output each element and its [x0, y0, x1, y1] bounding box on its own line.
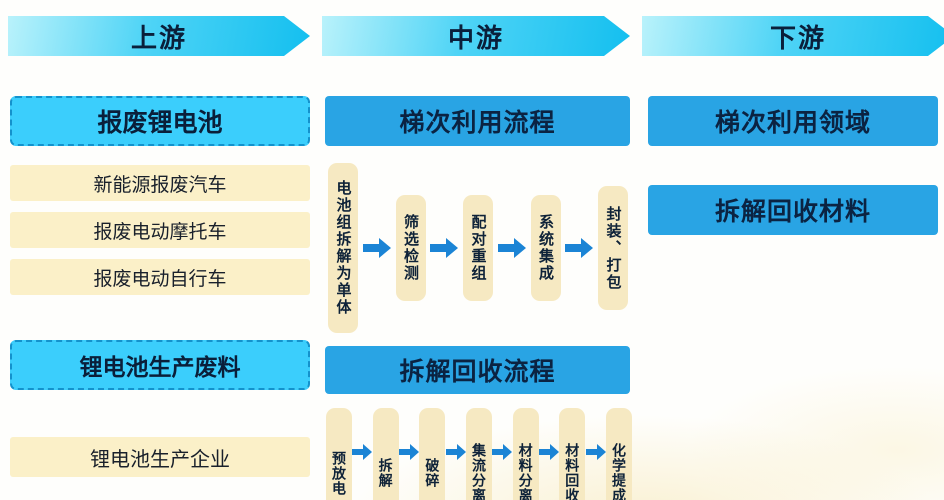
producers-box: 锂电池生产企业 [10, 437, 310, 477]
banner-downstream: 下游 [642, 16, 944, 56]
process-step-label: 材料分离 [517, 443, 534, 500]
process-step-box: 拆解 [372, 408, 399, 500]
downstream-area-cascade: 梯次利用领域 [648, 96, 938, 146]
flow-arrow-icon [445, 444, 466, 460]
production-waste-label: 锂电池生产废料 [79, 354, 241, 380]
process-step-label: 化学提成 [610, 443, 627, 500]
flow-arrow-icon [497, 238, 526, 258]
recycle-process-title-label: 拆解回收流程 [399, 358, 556, 386]
banner-downstream-label: 下游 [769, 22, 826, 53]
process-step-label: 封装、打包 [604, 205, 622, 291]
source-item-label: 报废电动摩托车 [93, 221, 227, 243]
source-item-label: 新能源报废汽车 [93, 174, 227, 196]
flow-arrow-icon [585, 444, 606, 460]
flow-arrow-icon [565, 238, 594, 258]
process-step-label: 配对重组 [469, 214, 487, 282]
scrap-battery-label: 报废锂电池 [97, 109, 223, 137]
flow-arrow-icon [430, 238, 459, 258]
banner-midstream: 中游 [322, 16, 630, 56]
flow-arrow-icon [492, 444, 513, 460]
source-item-motorcycle: 报废电动摩托车 [10, 212, 310, 248]
process-step-box: 化学提成 [605, 408, 632, 500]
banner-midstream-label: 中游 [447, 22, 504, 53]
process-step-box: 材料分离 [512, 408, 539, 500]
process-step-label: 集流分离 [470, 443, 487, 500]
recycle-process-flow: 预放电 拆解 破碎 集流分离 材料分离 材料回收 化学提成 [326, 408, 632, 500]
process-step-label: 筛选检测 [402, 214, 419, 282]
process-step-label: 系统集成 [537, 214, 554, 282]
process-step-box: 系统集成 [530, 195, 561, 301]
process-step-box: 配对重组 [463, 195, 493, 301]
process-step-box: 材料回收 [559, 408, 586, 500]
recycle-process-title: 拆解回收流程 [325, 346, 630, 394]
process-step-box: 集流分离 [465, 408, 492, 500]
process-step-box: 预放电 [326, 408, 352, 500]
process-step-box: 封装、打包 [598, 186, 628, 310]
process-step-label: 破碎 [424, 458, 441, 488]
process-step-box: 破碎 [419, 408, 446, 500]
cascade-process-flow: 电池组拆解为单体 筛选检测 配对重组 系统集成 封装、打包 [328, 162, 628, 334]
scrap-battery-box: 报废锂电池 [10, 96, 310, 146]
flow-arrow-icon [352, 444, 373, 460]
source-item-ev: 新能源报废汽车 [10, 165, 310, 201]
flow-arrow-icon [538, 444, 559, 460]
source-item-bicycle: 报废电动自行车 [10, 259, 310, 295]
source-item-label: 报废电动自行车 [93, 268, 227, 290]
process-step-box: 筛选检测 [395, 195, 426, 301]
process-step-label: 预放电 [331, 450, 347, 496]
process-step-label: 电池组拆解为单体 [334, 180, 352, 316]
process-step-label: 材料回收 [564, 443, 581, 500]
production-waste-box: 锂电池生产废料 [10, 340, 310, 390]
process-step-box: 电池组拆解为单体 [328, 163, 358, 333]
downstream-area-materials: 拆解回收材料 [648, 185, 938, 235]
banner-upstream-label: 上游 [130, 22, 187, 53]
producers-label: 锂电池生产企业 [90, 448, 230, 471]
process-step-label: 拆解 [377, 458, 394, 488]
banner-upstream: 上游 [8, 16, 310, 56]
cascade-process-title-label: 梯次利用流程 [399, 109, 556, 137]
cascade-process-title: 梯次利用流程 [325, 96, 630, 146]
flow-arrow-icon [398, 444, 419, 460]
downstream-area-label: 拆解回收材料 [714, 198, 871, 226]
downstream-area-label: 梯次利用领域 [714, 109, 871, 137]
flow-arrow-icon [362, 238, 391, 258]
